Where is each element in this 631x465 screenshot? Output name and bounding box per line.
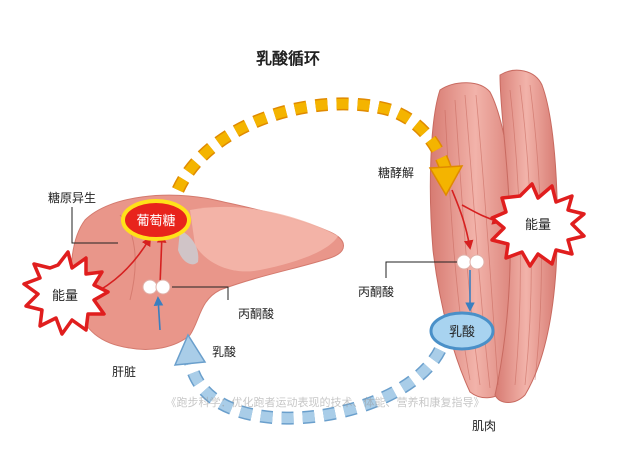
- energy-burst-liver: 能量: [22, 250, 110, 336]
- lactate-muscle-label: 乳酸: [449, 325, 475, 340]
- diagram-title: 乳酸循环: [256, 49, 320, 68]
- liver-label: 肝脏: [112, 364, 136, 379]
- pyruvate-liver-molecule: [142, 279, 171, 295]
- gluconeogenesis-label: 糖原异生: [48, 190, 96, 205]
- glycolysis-label: 糖酵解: [378, 165, 414, 180]
- energy-liver-label: 能量: [52, 289, 78, 304]
- glucose-label: 葡萄糖: [136, 213, 175, 229]
- glucose-transport-arrow: [172, 97, 464, 197]
- pyruvate-muscle-label: 丙酮酸: [358, 284, 394, 299]
- lactate-transport-arrow: [173, 333, 446, 425]
- watermark-text: 《跑步科学：优化跑者运动表现的技术、体能、营养和康复指导》: [166, 395, 485, 409]
- energy-muscle-label: 能量: [525, 218, 551, 233]
- pyruvate-liver-label: 丙酮酸: [238, 306, 274, 321]
- energy-burst-muscle: 能量: [490, 182, 586, 268]
- glucose-node: 葡萄糖: [121, 199, 191, 241]
- lactate-arrow-label: 乳酸: [212, 344, 236, 359]
- pyruvate-muscle-molecule: [456, 254, 485, 270]
- liver-organ: [70, 194, 344, 350]
- lactate-node: 乳酸: [429, 311, 495, 351]
- muscle-label: 肌肉: [472, 419, 496, 433]
